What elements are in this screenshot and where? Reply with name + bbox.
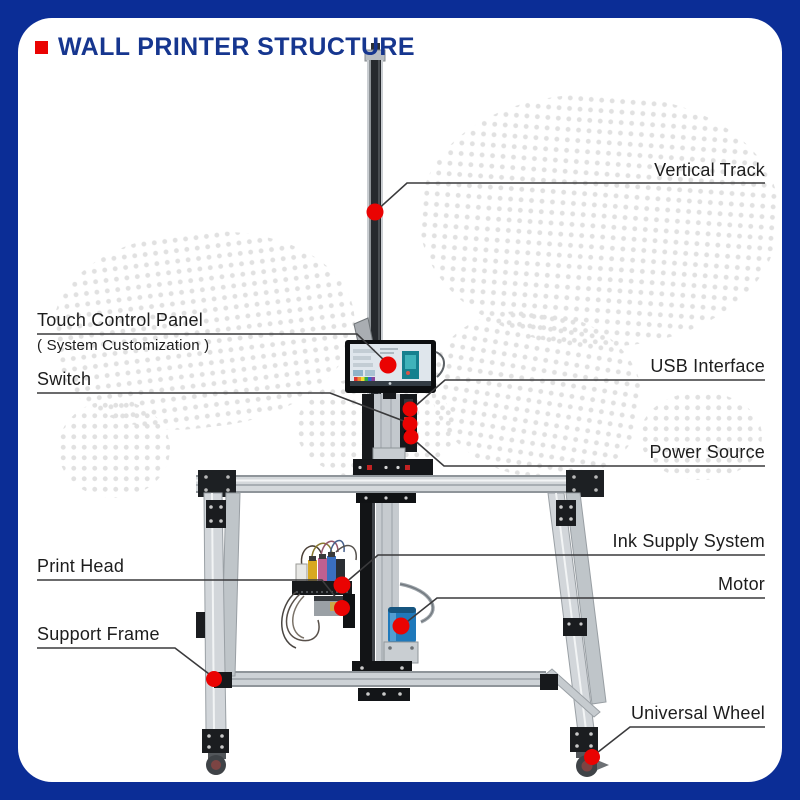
marker-power-source xyxy=(403,429,419,445)
callout-label-vertical-track: Vertical Track xyxy=(654,160,765,180)
screen-image-thumbnail xyxy=(402,351,419,379)
marker-switch xyxy=(402,416,418,432)
beam-carriage xyxy=(353,447,433,476)
callout-line-switch xyxy=(37,392,410,424)
callout-label-support-frame: Support Frame xyxy=(37,624,160,644)
marker-support-frame xyxy=(206,671,222,687)
callout-label-motor: Motor xyxy=(717,574,765,594)
marker-ink-supply-system xyxy=(333,576,351,594)
callout-line-usb-interface xyxy=(411,379,765,410)
callout-label-universal-wheel: Universal Wheel xyxy=(630,703,765,723)
gantry-beam xyxy=(196,470,604,497)
callout-label-power-source: Power Source xyxy=(649,442,765,462)
callout-label-switch: Switch xyxy=(37,369,92,389)
marker-touch-control-panel xyxy=(379,356,397,374)
left-leg-assembly xyxy=(196,492,241,775)
dot-map-blob xyxy=(58,400,170,498)
callout-lines xyxy=(37,182,765,757)
callout-label-print-head: Print Head xyxy=(37,556,125,576)
callout-line-print-head xyxy=(37,579,342,605)
callout-line-power-source xyxy=(411,437,765,467)
screen-color-strip xyxy=(354,377,375,381)
machine-illustration xyxy=(196,43,609,777)
marker-usb-interface xyxy=(402,401,418,417)
page-title: WALL PRINTER STRUCTURE xyxy=(58,33,415,61)
left-caster-wheel xyxy=(206,753,226,775)
right-leg-assembly xyxy=(540,492,609,777)
callout-label-ink-supply-system: Ink Supply System xyxy=(612,531,765,551)
motor-bracket xyxy=(383,641,419,664)
callout-line-vertical-track xyxy=(374,182,765,213)
marker-print-head xyxy=(334,600,350,616)
callout-label-touch-control-panel: Touch Control Panel ( System Customizati… xyxy=(37,310,210,354)
lower-beam xyxy=(224,671,546,687)
marker-dots xyxy=(206,203,600,765)
callout-label-usb-interface: USB Interface xyxy=(650,356,765,376)
right-foot xyxy=(570,727,598,752)
print-head-assembly xyxy=(281,539,357,649)
callout-line-motor xyxy=(402,597,765,626)
callout-sublabel-touch-control-panel: ( System Customization ) xyxy=(37,337,210,354)
header: WALL PRINTER STRUCTURE xyxy=(35,34,415,60)
monitor-cable xyxy=(435,351,445,378)
marker-motor xyxy=(392,617,410,635)
title-bullet-icon xyxy=(35,40,48,54)
marker-vertical-track xyxy=(366,203,384,221)
marker-universal-wheel xyxy=(584,749,600,765)
callout-line-ink-supply-system xyxy=(343,554,765,585)
callout-line-universal-wheel xyxy=(592,726,765,757)
left-foot xyxy=(202,729,229,753)
callout-line-support-frame xyxy=(37,647,214,678)
callout-line-touch-control-panel xyxy=(37,333,389,365)
